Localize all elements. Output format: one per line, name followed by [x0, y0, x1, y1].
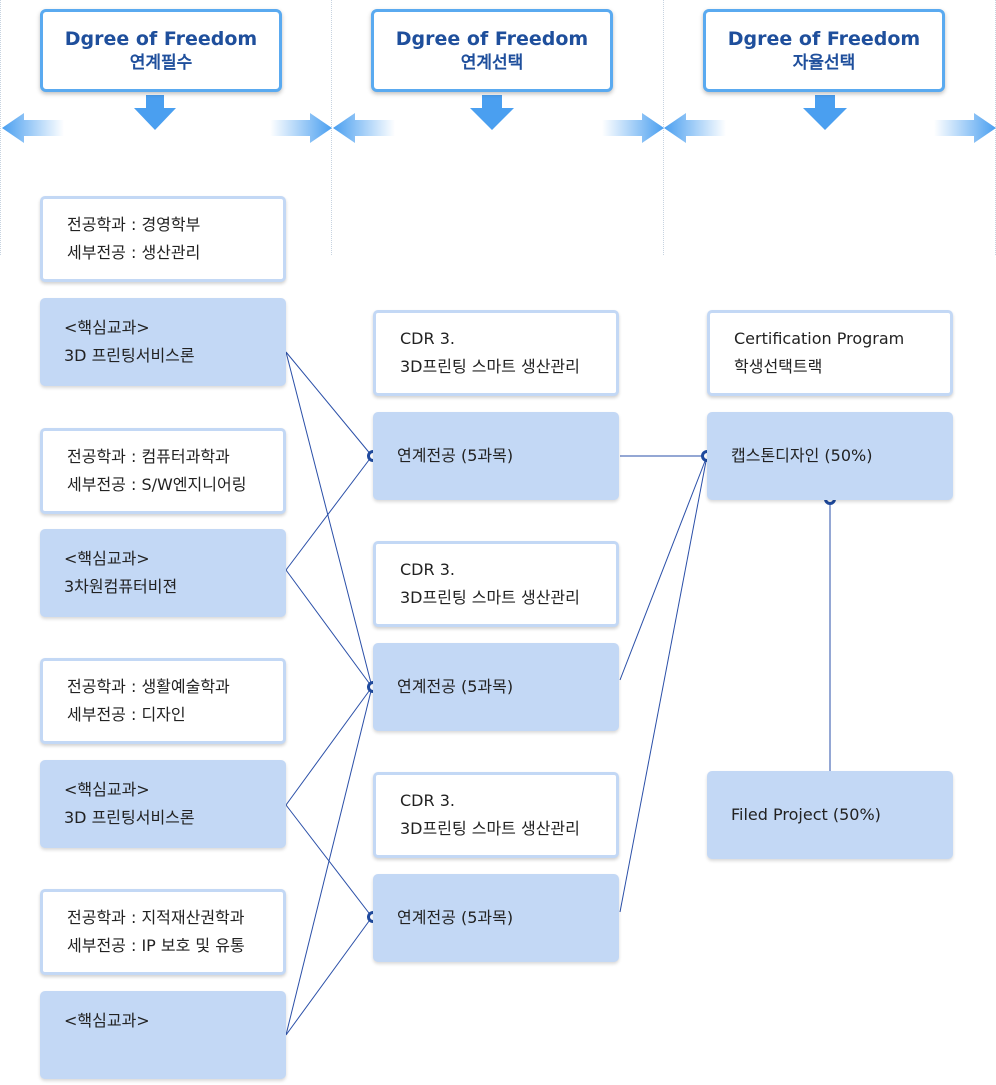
detail-major-line: 세부전공 : IP 보호 및 유통 [67, 936, 245, 955]
left-arrow-icon [2, 113, 64, 143]
connector-line [285, 351, 373, 688]
major-line: 전공학과 : 생활예술학과 [67, 677, 230, 696]
linked-major-box: 연계전공 (5과목) [373, 874, 619, 962]
connector-line [285, 916, 373, 1036]
header-box: Dgree of Freedom 자율선택 [703, 9, 945, 92]
connector-line [619, 455, 708, 681]
cdr-box: CDR 3. 3D프린팅 스마트 생산관리 [373, 541, 619, 627]
header-box: Dgree of Freedom 연계필수 [40, 9, 282, 92]
major-line: 전공학과 : 지적재산권학과 [67, 908, 245, 927]
cdr-title: 3D프린팅 스마트 생산관리 [400, 819, 580, 838]
certification-title: Certification Program [734, 329, 905, 348]
right-arrow-icon [602, 113, 664, 143]
linked-major-label: 연계전공 (5과목) [397, 677, 514, 696]
column-separator [663, 0, 664, 255]
connector-line [285, 455, 373, 571]
cdr-line: CDR 3. [400, 560, 455, 579]
core-course: 3D 프린팅서비스론 [64, 808, 195, 827]
detail-major-line: 세부전공 : S/W엔지니어링 [67, 475, 247, 494]
linked-major-label: 연계전공 (5과목) [397, 446, 514, 465]
major-info-box: 전공학과 : 컴퓨터과학과 세부전공 : S/W엔지니어링 [40, 428, 286, 514]
left-arrow-icon [333, 113, 395, 143]
cdr-line: CDR 3. [400, 791, 455, 810]
major-info-box: 전공학과 : 지적재산권학과 세부전공 : IP 보호 및 유통 [40, 889, 286, 975]
core-course: 3차원컴퓨터비젼 [64, 577, 178, 596]
linked-major-box: 연계전공 (5과목) [373, 412, 619, 500]
core-label: <핵심교과> [64, 780, 150, 799]
field-project-box: Filed Project (50%) [707, 771, 953, 859]
down-arrow-icon [470, 95, 514, 130]
core-course-box: <핵심교과> 3D 프린팅서비스론 [40, 760, 286, 848]
right-arrow-icon [934, 113, 996, 143]
field-project-label: Filed Project (50%) [731, 805, 881, 824]
connector-line [285, 686, 373, 1036]
core-course-box: <핵심교과> 3D 프린팅서비스론 [40, 298, 286, 386]
header-title: Dgree of Freedom [727, 27, 921, 50]
cdr-title: 3D프린팅 스마트 생산관리 [400, 588, 580, 607]
header-title: Dgree of Freedom [395, 27, 589, 50]
header-subtitle: 연계필수 [129, 52, 193, 73]
column-separator [331, 0, 332, 255]
cdr-title: 3D프린팅 스마트 생산관리 [400, 357, 580, 376]
certification-track: 학생선택트랙 [734, 357, 823, 376]
linked-major-label: 연계전공 (5과목) [397, 908, 514, 927]
right-arrow-icon [270, 113, 332, 143]
detail-major-line: 세부전공 : 생산관리 [67, 243, 201, 262]
down-arrow-icon [134, 95, 176, 130]
cdr-box: CDR 3. 3D프린팅 스마트 생산관리 [373, 310, 619, 396]
connector-line [285, 569, 373, 688]
header-subtitle: 연계선택 [460, 52, 524, 73]
core-course-box: <핵심교과> 3차원컴퓨터비젼 [40, 529, 286, 617]
linked-major-box: 연계전공 (5과목) [373, 643, 619, 731]
connector-line [619, 455, 708, 913]
major-line: 전공학과 : 컴퓨터과학과 [67, 447, 230, 466]
capstone-label: 캡스톤디자인 (50%) [731, 446, 873, 465]
major-line: 전공학과 : 경영학부 [67, 215, 201, 234]
connector-line [285, 686, 373, 806]
certification-box: Certification Program 학생선택트랙 [707, 310, 953, 396]
column-separator [0, 0, 1, 255]
core-course: 3D 프린팅서비스론 [64, 346, 195, 365]
down-arrow-icon [803, 95, 847, 130]
cdr-line: CDR 3. [400, 329, 455, 348]
major-info-box: 전공학과 : 생활예술학과 세부전공 : 디자인 [40, 658, 286, 744]
header-title: Dgree of Freedom [64, 27, 258, 50]
detail-major-line: 세부전공 : 디자인 [67, 705, 186, 724]
capstone-box: 캡스톤디자인 (50%) [707, 412, 953, 500]
left-arrow-icon [664, 113, 726, 143]
major-info-box: 전공학과 : 경영학부 세부전공 : 생산관리 [40, 196, 286, 282]
header-box: Dgree of Freedom 연계선택 [371, 9, 613, 92]
core-label: <핵심교과> [64, 1011, 150, 1030]
cdr-box: CDR 3. 3D프린팅 스마트 생산관리 [373, 772, 619, 858]
header-subtitle: 자율선택 [792, 52, 856, 73]
core-label: <핵심교과> [64, 318, 150, 337]
core-label: <핵심교과> [64, 549, 150, 568]
connector-line [285, 351, 373, 457]
core-course-box: <핵심교과> [40, 991, 286, 1079]
